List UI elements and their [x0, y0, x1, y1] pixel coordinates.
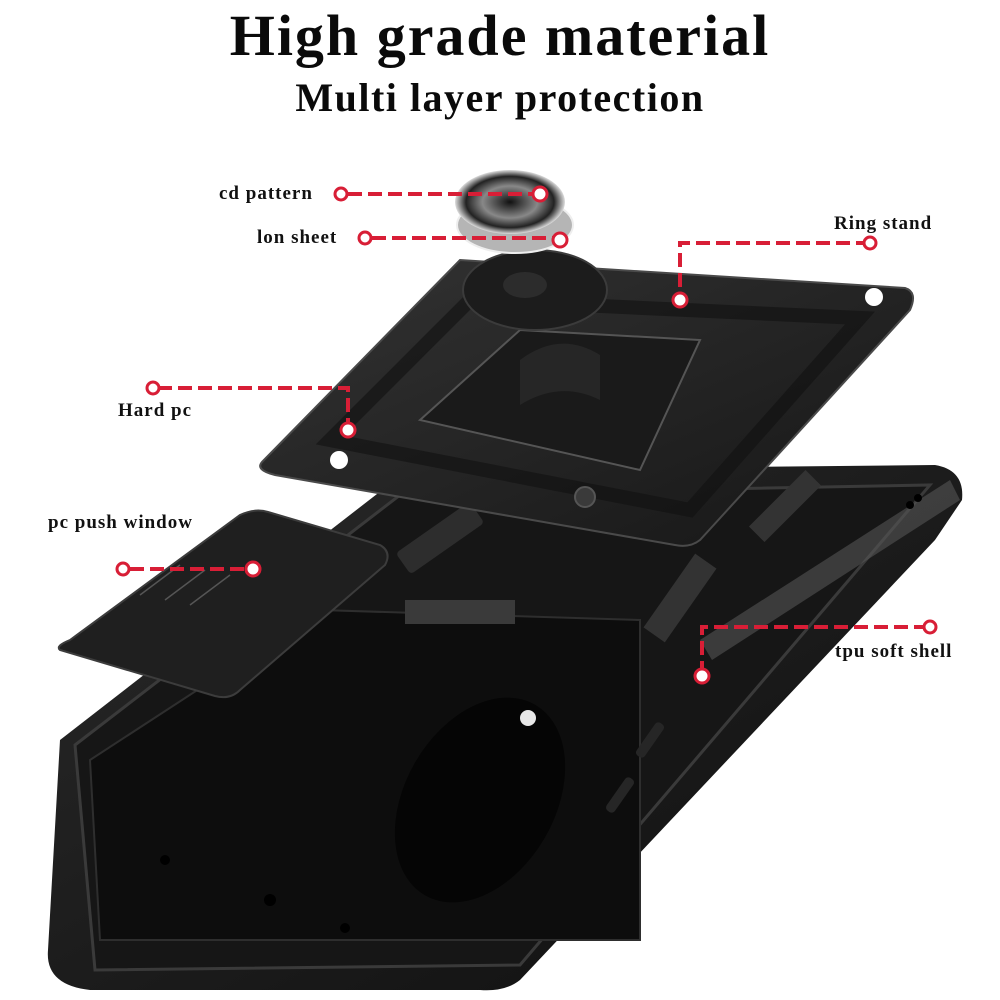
callout-label-ring-stand: Ring stand	[834, 213, 933, 234]
callout-label-cd-pattern: cd pattern	[219, 183, 313, 204]
pc-push-window-part	[57, 509, 389, 699]
headline-title: High grade material	[229, 3, 771, 68]
callout-markers	[115, 185, 938, 685]
callout-label-hard-pc: Hard pc	[118, 400, 193, 421]
callout-label-ion-sheet: lon sheet	[257, 227, 338, 248]
callout-lines	[130, 192, 928, 676]
hard-pc-plate	[259, 258, 915, 547]
cd-pattern-part	[455, 170, 565, 234]
callout-label-tpu-soft-shell: tpu soft shell	[835, 641, 953, 662]
callout-label-pc-push-window: pc push window	[48, 512, 193, 533]
headline-subtitle: Multi layer protection	[295, 75, 705, 120]
ring-stand-part	[462, 249, 608, 405]
tpu-shell-body	[47, 465, 963, 991]
